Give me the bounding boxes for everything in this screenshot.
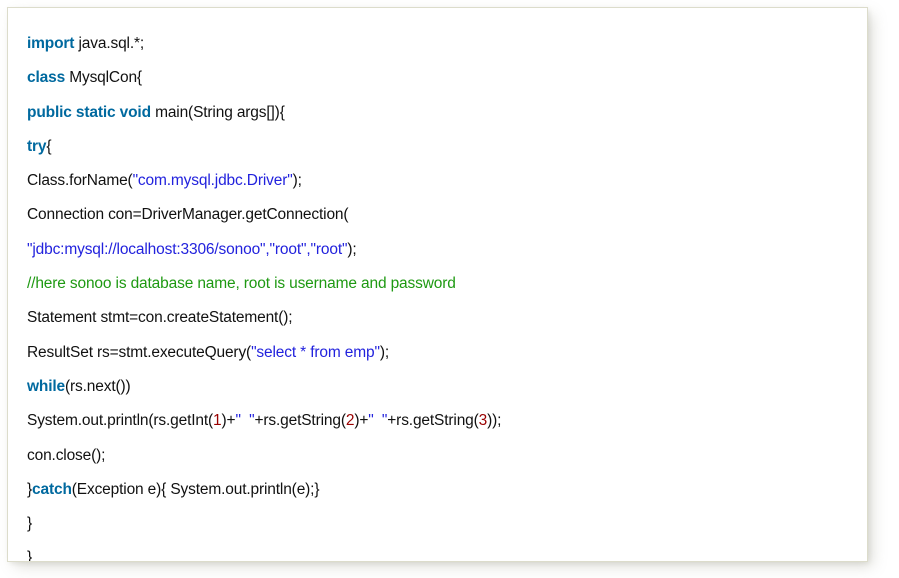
code-line: Statement stmt=con.createStatement(); bbox=[27, 301, 867, 335]
code-token-keyword: import bbox=[27, 35, 75, 52]
code-token-plain: Class.forName( bbox=[27, 172, 133, 190]
code-token-plain: java.sql.*; bbox=[74, 35, 145, 52]
code-token-plain: (Exception e){ System.out.println(e);} bbox=[71, 480, 320, 498]
code-line: //here sonoo is database name, root is u… bbox=[27, 267, 867, 301]
code-token-plain: { bbox=[46, 137, 52, 155]
code-token-plain: (rs.next()) bbox=[65, 377, 131, 395]
code-line: public static void main(String args[]){ bbox=[27, 96, 867, 130]
code-token-plain: +rs.getString( bbox=[254, 412, 346, 430]
code-token-plain: } bbox=[27, 515, 33, 533]
code-token-plain: } bbox=[27, 480, 33, 498]
code-line: class MysqlCon{ bbox=[27, 61, 867, 95]
code-listing: import java.sql.*;class MysqlCon{public … bbox=[8, 8, 867, 562]
code-line: }catch(Exception e){ System.out.println(… bbox=[27, 473, 867, 507]
code-token-keyword: class bbox=[27, 69, 66, 87]
code-token-comment: //here sonoo is database name, root is u… bbox=[27, 275, 456, 293]
code-token-plain: +rs.getString( bbox=[387, 412, 479, 430]
code-token-plain: main(String args[]){ bbox=[150, 103, 285, 121]
code-token-plain: MysqlCon{ bbox=[65, 69, 142, 87]
code-token-plain: ); bbox=[379, 343, 389, 361]
code-token-keyword: while bbox=[27, 377, 66, 395]
code-line: } bbox=[27, 507, 867, 541]
code-token-plain: )+ bbox=[221, 412, 236, 430]
code-line: System.out.println(rs.getInt(1)+" "+rs.g… bbox=[27, 404, 867, 438]
code-token-plain: ResultSet rs=stmt.executeQuery( bbox=[27, 343, 252, 361]
code-token-plain: ); bbox=[347, 240, 357, 258]
code-token-plain: Connection con=DriverManager.getConnecti… bbox=[27, 206, 349, 224]
code-line: import java.sql.*; bbox=[27, 27, 867, 61]
code-line: } bbox=[27, 541, 867, 562]
code-token-number: 2 bbox=[345, 412, 355, 430]
code-token-plain: con.close(); bbox=[27, 446, 106, 464]
code-token-plain: Statement stmt=con.createStatement(); bbox=[27, 309, 293, 327]
code-line: try{ bbox=[27, 130, 867, 164]
code-token-string: "jdbc:mysql://localhost:3306/sonoo","roo… bbox=[27, 240, 348, 258]
code-line: ResultSet rs=stmt.executeQuery("select *… bbox=[27, 336, 867, 370]
code-token-string: "select * from emp" bbox=[251, 343, 380, 361]
code-token-plain: ); bbox=[292, 172, 302, 190]
code-token-plain: )+ bbox=[354, 412, 369, 430]
code-token-string: " " bbox=[368, 412, 388, 430]
code-block-container: import java.sql.*;class MysqlCon{public … bbox=[7, 7, 868, 562]
code-line: Connection con=DriverManager.getConnecti… bbox=[27, 198, 867, 232]
code-line: "jdbc:mysql://localhost:3306/sonoo","roo… bbox=[27, 233, 867, 267]
code-line: con.close(); bbox=[27, 439, 867, 473]
code-token-plain: System.out.println(rs.getInt( bbox=[27, 412, 214, 430]
code-token-string: "com.mysql.jdbc.Driver" bbox=[132, 172, 293, 190]
code-token-keyword: try bbox=[27, 137, 47, 155]
code-line: Class.forName("com.mysql.jdbc.Driver"); bbox=[27, 164, 867, 198]
code-token-plain: } bbox=[27, 549, 33, 562]
code-token-plain: )); bbox=[487, 412, 502, 430]
code-token-number: 3 bbox=[478, 412, 488, 430]
code-token-string: " " bbox=[235, 412, 255, 430]
code-token-keyword: catch bbox=[32, 480, 72, 498]
code-token-number: 1 bbox=[213, 412, 222, 430]
code-line: while(rs.next()) bbox=[27, 370, 867, 404]
code-token-keyword: public static void bbox=[27, 103, 151, 121]
